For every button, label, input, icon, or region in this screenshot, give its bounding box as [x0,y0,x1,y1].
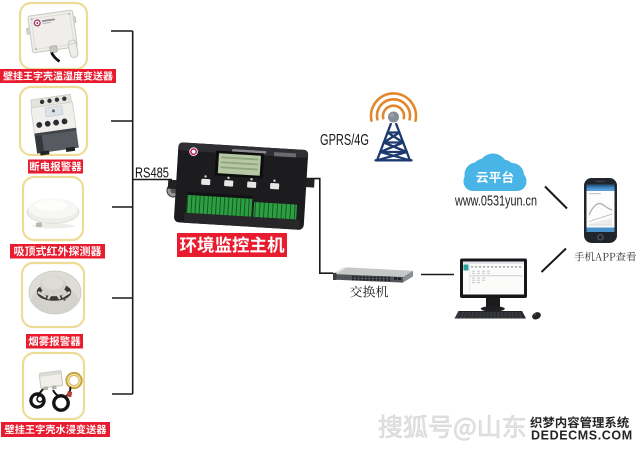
svg-text:www.0531yun.cn: www.0531yun.cn [454,193,537,210]
svg-text:DEDECMS.COM: DEDECMS.COM [531,429,633,443]
svg-text:RS485: RS485 [135,166,169,182]
svg-text:GPRS/4G: GPRS/4G [320,132,369,149]
